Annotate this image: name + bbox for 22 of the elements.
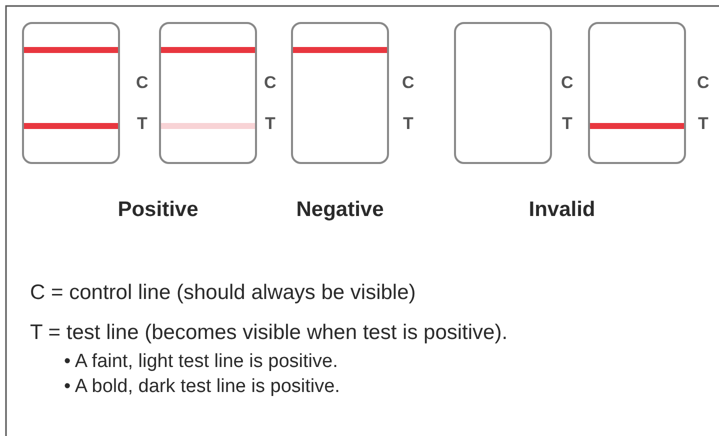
test-cassette	[454, 22, 552, 164]
test-marker: T	[562, 115, 572, 134]
control-marker: C	[697, 74, 710, 93]
bullet-item: • A bold, dark test line is positive.	[64, 377, 340, 398]
group-label: Invalid	[528, 198, 596, 222]
test-cassette	[291, 22, 389, 164]
definition-text: T = test line (becomes visible when test is positive).	[30, 321, 508, 344]
test-cassette	[588, 22, 686, 164]
test-marker: T	[403, 115, 414, 134]
control-marker: C	[402, 74, 414, 93]
control-marker: C	[561, 74, 574, 93]
test-marker: T	[137, 115, 148, 134]
control-marker: C	[264, 74, 276, 93]
definition-text: C = control line (should always be visible)	[30, 281, 416, 304]
test-marker: T	[698, 115, 708, 134]
test-marker: T	[265, 115, 276, 134]
bullet-item: • A faint, light test line is positive.	[64, 352, 338, 373]
group-label: Negative	[296, 198, 384, 222]
test-cassette	[22, 22, 120, 164]
control-marker: C	[136, 74, 148, 93]
test-cassette	[159, 22, 257, 164]
group-label: Positive	[118, 198, 198, 222]
